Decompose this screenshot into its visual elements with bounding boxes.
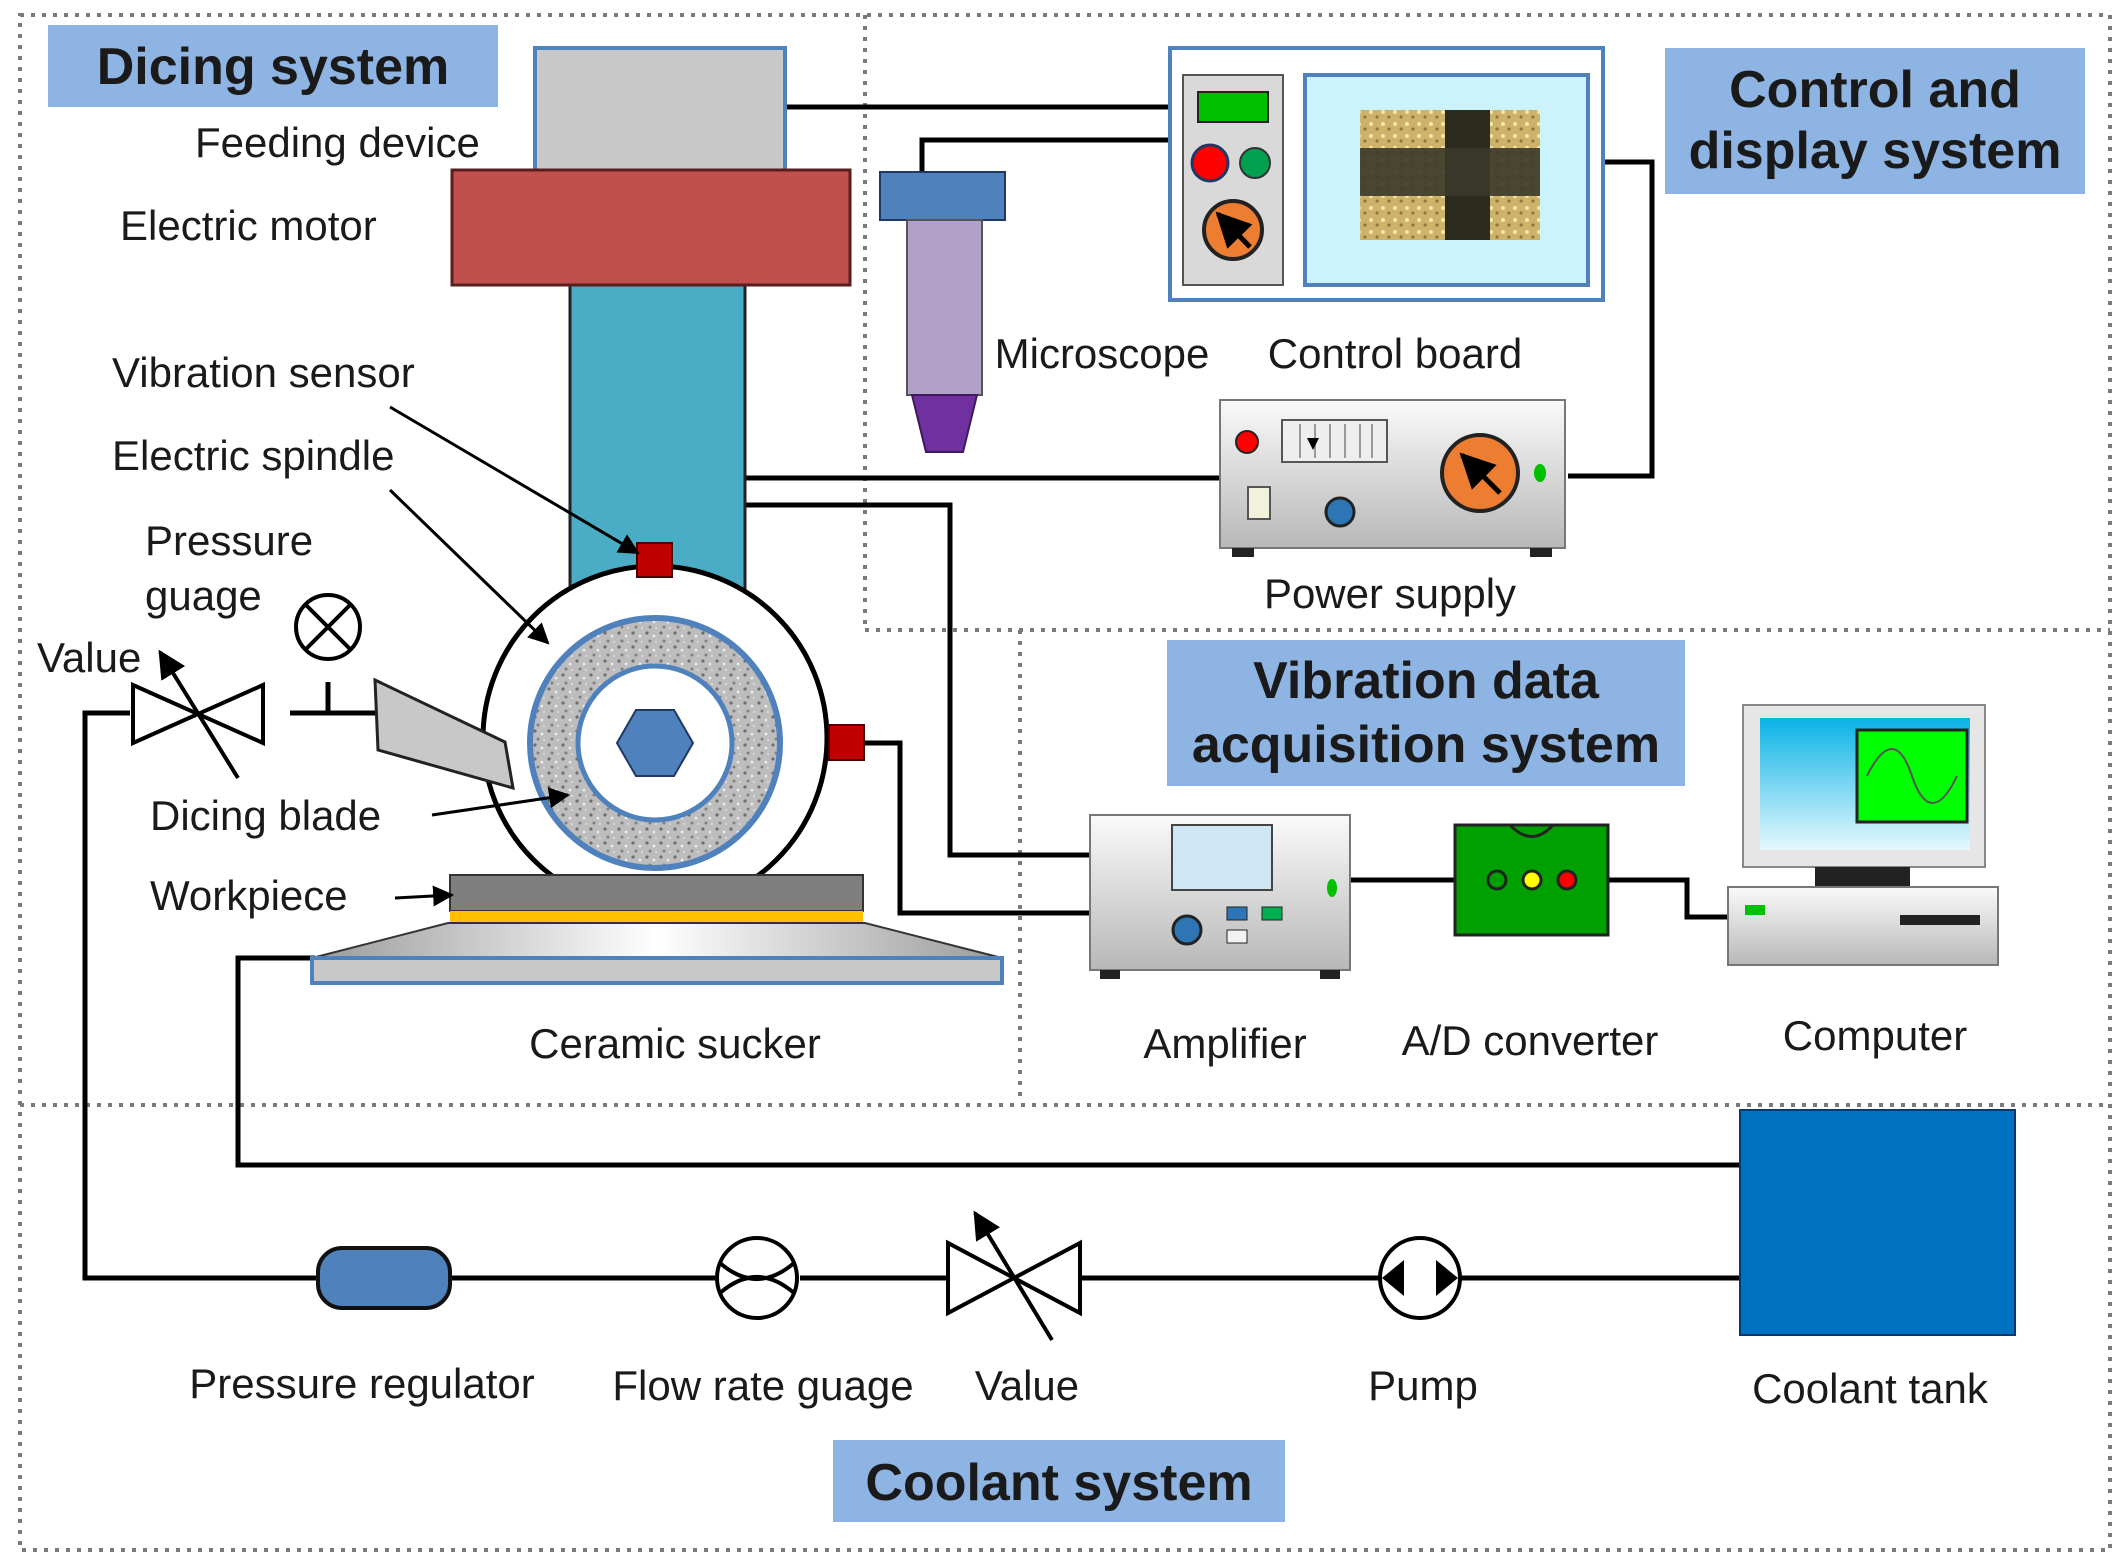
pressure-gauge-label: Pressure <box>145 517 313 564</box>
coolant-tank-label: Coolant tank <box>1752 1365 1989 1412</box>
valve-bottom-icon <box>946 1210 1082 1342</box>
ceramic-sucker-label: Ceramic sucker <box>529 1020 821 1067</box>
electric-motor-label: Electric motor <box>120 202 377 249</box>
svg-text:acquisition system: acquisition system <box>1192 716 1660 774</box>
hex-nut-icon <box>615 709 695 777</box>
vibration-sensor-top <box>636 542 673 578</box>
flow-rate-gauge-icon <box>715 1236 799 1320</box>
svg-text:Vibration data: Vibration data <box>1253 652 1600 710</box>
computer-label: Computer <box>1783 1012 1967 1059</box>
power-supply-label: Power supply <box>1264 570 1516 617</box>
section-dicing-title: Dicing system <box>48 25 498 107</box>
power-supply <box>1219 399 1566 557</box>
pressure-gauge-icon <box>294 593 362 661</box>
microscope-label: Microscope <box>995 330 1210 377</box>
feeding-device <box>533 46 787 175</box>
electric-spindle-label: Electric spindle <box>112 432 394 479</box>
workpiece-stripe <box>450 911 863 923</box>
valve-bottom-label: Value <box>975 1362 1079 1409</box>
spindle-wheel <box>480 563 830 913</box>
microscope-icon <box>879 171 1006 453</box>
pressure-regulator <box>316 1246 452 1310</box>
valve-top-icon <box>131 649 265 780</box>
pump-label: Pump <box>1368 1362 1478 1409</box>
section-vibration-title: Vibration data acquisition system <box>1167 640 1685 786</box>
section-borders <box>18 13 2112 1552</box>
amplifier-label: Amplifier <box>1143 1020 1306 1067</box>
computer <box>1727 704 1999 966</box>
svg-text:Control and: Control and <box>1729 61 2021 119</box>
flow-rate-gauge-label: Flow rate guage <box>612 1362 913 1409</box>
ceramic-sucker <box>311 922 1003 959</box>
control-board-label: Control board <box>1268 330 1522 377</box>
feeding-device-label: Feeding device <box>195 119 480 166</box>
svg-text:Dicing system: Dicing system <box>97 38 450 96</box>
ad-converter-label: A/D converter <box>1402 1017 1659 1064</box>
vibration-sensor-label: Vibration sensor <box>112 349 415 396</box>
workpiece-label: Workpiece <box>150 872 348 919</box>
leader-arrows <box>388 405 640 907</box>
amplifier <box>1089 814 1351 979</box>
pressure-regulator-label: Pressure regulator <box>189 1360 535 1407</box>
section-coolant-title: Coolant system <box>833 1440 1285 1522</box>
pressure-gauge-label-2: guage <box>145 572 262 619</box>
svg-text:display system: display system <box>1689 122 2062 180</box>
electric-motor <box>450 168 852 287</box>
vibration-sensor-side <box>828 724 865 761</box>
pump-icon <box>1378 1236 1462 1320</box>
section-control-title: Control and display system <box>1665 48 2085 194</box>
coolant-tank <box>1739 1109 2016 1336</box>
workpiece <box>449 874 864 912</box>
wiring <box>82 104 1740 1281</box>
valve-top-label: Value <box>37 634 141 681</box>
svg-text:Coolant system: Coolant system <box>865 1454 1252 1512</box>
coolant-nozzle <box>373 677 515 791</box>
control-board <box>1168 46 1605 302</box>
ad-converter <box>1453 823 1610 937</box>
ceramic-sucker-base <box>310 956 1004 985</box>
dicing-blade-label: Dicing blade <box>150 792 381 839</box>
